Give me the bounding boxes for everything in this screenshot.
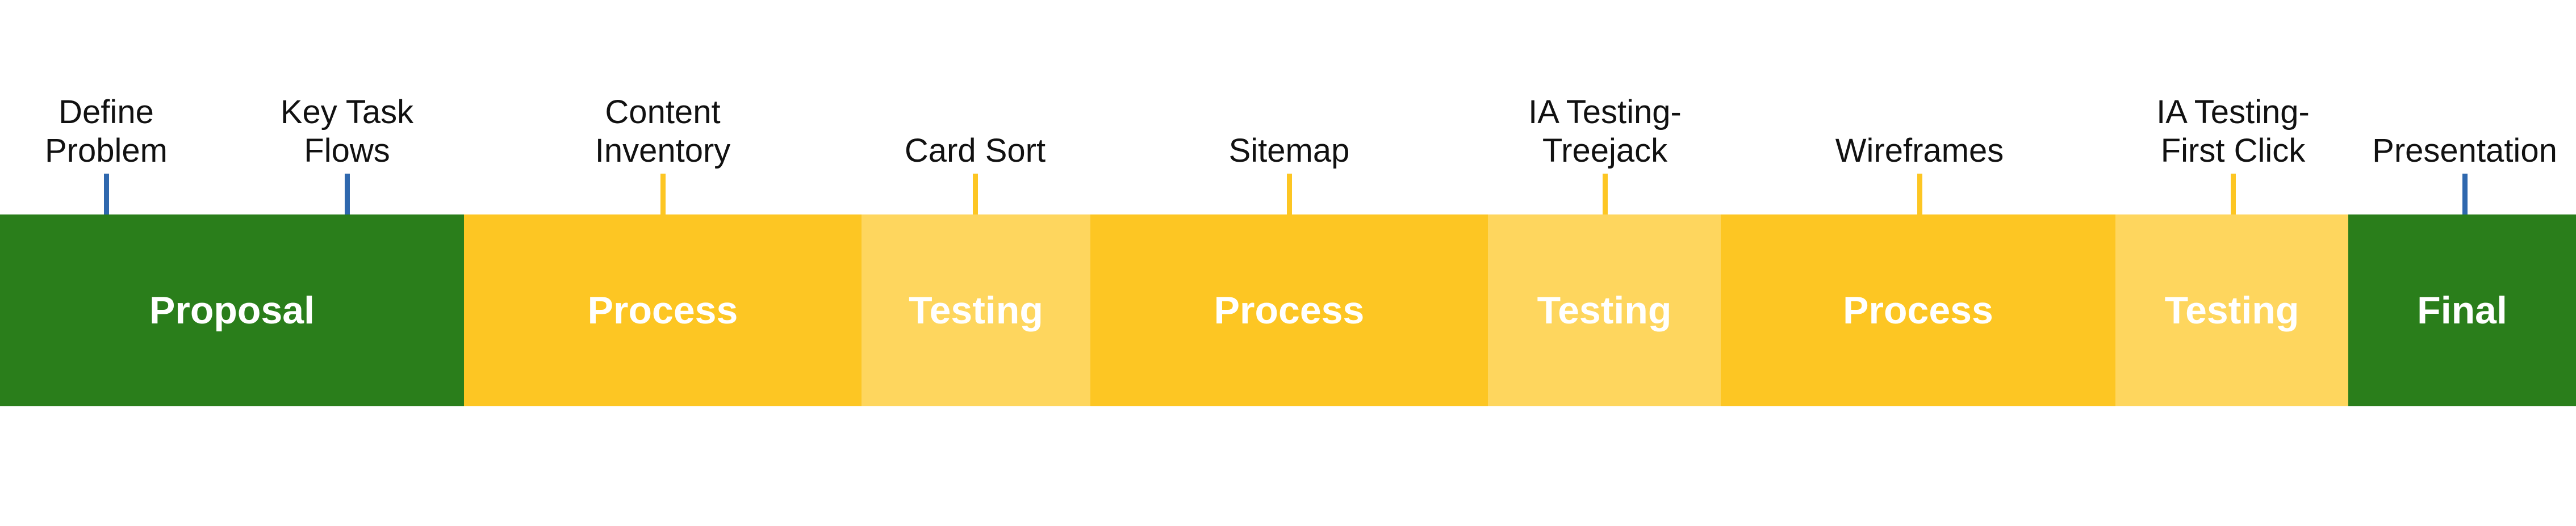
segment-process: Process (464, 214, 862, 406)
milestone-tick (1917, 174, 1922, 214)
milestone-tick (344, 174, 350, 214)
milestone-label: Key Task Flows (280, 94, 414, 169)
milestone-sitemap: Sitemap (1176, 0, 1403, 214)
segment-label: Testing (1537, 289, 1672, 332)
segment-proposal: Proposal (0, 214, 464, 406)
milestone-labels: Define Problem Key Task Flows Content In… (0, 0, 2576, 214)
milestone-tick (1602, 174, 1608, 214)
milestone-key-task-flows: Key Task Flows (233, 0, 461, 214)
milestone-tick (972, 174, 978, 214)
milestone-label: IA Testing- First Click (2156, 94, 2310, 169)
milestone-label: Define Problem (45, 94, 168, 169)
milestone-tick (103, 174, 109, 214)
segment-label: Process (587, 289, 738, 332)
segment-testing: Testing (2115, 214, 2348, 406)
segment-label: Process (1214, 289, 1365, 332)
milestone-define-problem: Define Problem (0, 0, 220, 214)
milestone-tick (2230, 174, 2236, 214)
milestone-tick (2462, 174, 2468, 214)
milestone-label: Sitemap (1228, 132, 1350, 169)
segment-label: Process (1843, 289, 1993, 332)
milestone-label: Card Sort (904, 132, 1046, 169)
milestone-label: Wireframes (1835, 132, 2004, 169)
segment-final: Final (2348, 214, 2576, 406)
milestone-label: Presentation (2372, 132, 2557, 169)
milestone-content-inventory: Content Inventory (549, 0, 776, 214)
milestone-label: Content Inventory (595, 94, 731, 169)
milestone-ia-testing-first-click: IA Testing- First Click (2119, 0, 2347, 214)
segment-testing: Testing (862, 214, 1090, 406)
segment-process: Process (1721, 214, 2115, 406)
milestone-tick (1286, 174, 1292, 214)
milestone-card-sort: Card Sort (862, 0, 1089, 214)
milestone-wireframes: Wireframes (1806, 0, 2033, 214)
milestone-presentation: Presentation (2351, 0, 2576, 214)
phase-timeline: Proposal Process Testing Process Testing… (0, 214, 2576, 406)
milestone-ia-testing-treejack: IA Testing- Treejack (1491, 0, 1718, 214)
milestone-label: IA Testing- Treejack (1528, 94, 1682, 169)
milestone-tick (660, 174, 666, 214)
segment-label: Testing (2164, 289, 2299, 332)
segment-label: Testing (909, 289, 1043, 332)
segment-label: Proposal (149, 289, 315, 332)
segment-testing: Testing (1488, 214, 1721, 406)
segment-label: Final (2417, 289, 2507, 332)
segment-process: Process (1090, 214, 1488, 406)
